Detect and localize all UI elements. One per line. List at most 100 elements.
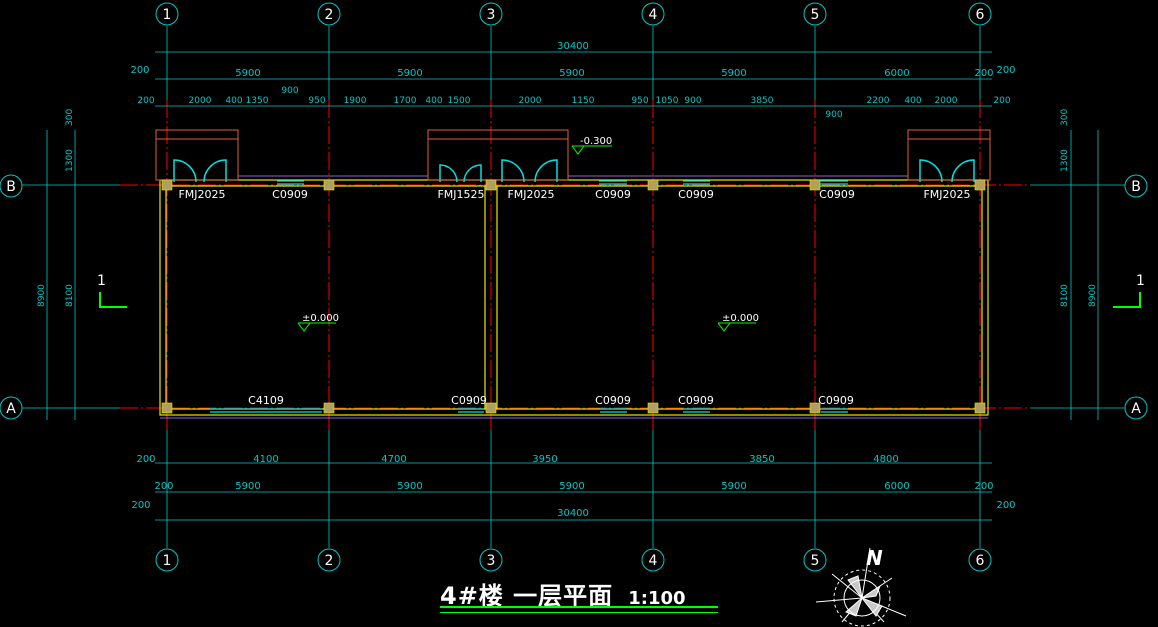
dim-left-1300: 1300 [65,149,75,172]
grid-label-right-b: B [1131,179,1141,195]
dim-right-1300: 1300 [1060,149,1070,172]
window-top-label-3: C0909 [678,188,714,201]
dim-top-r2-35: 200 [993,96,1010,106]
level-porch: -0.300 [580,136,612,147]
dim-top-r2-19: 950 [631,96,648,106]
grid-bubbles [0,2,1148,572]
dim-top-r1-5: 6000 [884,68,909,79]
door-label-4: FMJ2025 [923,188,970,201]
window-bottom-label-2: C0909 [451,394,487,407]
level-floor-1: ±0.000 [302,313,339,324]
dim-top-r2-20: 1050 [656,96,679,106]
dim-bottom-r2-3: 5900 [559,481,584,492]
dim-bottom-r1-4: 4100 [253,454,278,465]
grid-label-bottom-4: 4 [649,553,658,569]
dim-top-r2-30: 2200 [867,96,890,106]
level-marks: -0.300 ±0.000 ±0.000 [297,136,759,332]
grid-label-left-a: A [6,401,16,417]
dim-bottom-extra-right: 200 [996,500,1015,511]
dim-top-r2-7: 950 [308,96,325,106]
dim-bottom-r1-24: 4800 [873,454,898,465]
dim-bottom-r1-11: 3950 [532,454,557,465]
compass-rose [815,547,907,627]
grid-label-top-2: 2 [325,7,334,23]
dim-left-300: 300 [65,109,75,126]
dim-bottom-r2-2: 5900 [397,481,422,492]
dim-top-r2-14: 2000 [519,96,542,106]
door-label-3: FMJ2025 [507,188,554,201]
window-top-label-4: C0909 [819,188,855,201]
title-underline [440,606,718,613]
north-label: N [866,546,883,570]
dim-bottom-r1-21: 3850 [749,454,774,465]
drawing-title: 4#楼 一层平面 1:100 [440,576,686,611]
dim-top-r2-21: 900 [684,96,701,106]
windows [210,180,848,413]
level-floor-2: ±0.000 [722,313,759,324]
dim-bottom-r2-0: 200 [154,481,173,492]
door-label-1: FMJ2025 [178,188,225,201]
dim-top-r2-11: 1500 [448,96,471,106]
dim-top-r2-9: 1700 [394,96,417,106]
grid-label-bottom-6: 6 [976,553,985,569]
dim-top-r2-2: 2000 [189,96,212,106]
grid-label-top-5: 5 [811,7,820,23]
section-mark-right: 1 [1136,273,1145,289]
dim-right-8900: 8900 [1088,284,1098,307]
grid-label-left-b: B [6,179,16,195]
grid-label-top-6: 6 [976,7,985,23]
grid-label-bottom-5: 5 [811,553,820,569]
dim-top-r1-4: 5900 [721,68,746,79]
dim-top-total: 30400 [557,41,589,52]
section-marks [99,292,1141,308]
dim-top-r1-6: 200 [974,68,993,79]
grid-label-bottom-1: 1 [163,553,172,569]
dim-left-8100: 8100 [65,284,75,307]
section-mark-left: 1 [97,273,106,289]
grid-label-top-4: 4 [649,7,658,23]
dim-bottom-extra-left: 200 [131,500,150,511]
dim-bottom-r1-0: 200 [136,454,155,465]
dim-top-r2-16: 1150 [572,96,595,106]
dim-left-8900: 8900 [37,284,47,307]
building-walls [159,179,989,416]
dim-top-r1-3: 5900 [559,68,584,79]
dim-right-8100: 8100 [1060,284,1070,307]
grid-label-bottom-3: 3 [487,553,496,569]
dim-top-r2-0: 200 [137,96,154,106]
dim-top-r1-1: 5900 [235,68,260,79]
porch-outlines [155,129,991,181]
dim-top-r2-4: 1350 [246,96,269,106]
door-label-2: FMJ1525 [437,188,484,201]
grid-label-bottom-2: 2 [325,553,334,569]
dim-bottom-r1-7: 4700 [381,454,406,465]
window-top-label-2: C0909 [595,188,631,201]
doors [173,159,975,183]
window-bottom-label-1: C4109 [248,394,284,407]
grid-label-top-1: 1 [163,7,172,23]
grid-label-right-a: A [1131,401,1141,417]
dim-top-r2-10: 400 [425,96,442,106]
drawing-title-text: 4#楼 一层平面 [440,582,614,610]
exterior-lines [160,175,988,419]
grid-label-top-3: 3 [487,7,496,23]
window-bottom-label-3: C0909 [595,394,631,407]
dim-top-r2-27: 900 [825,110,842,120]
dim-top-r2-5: 900 [281,86,298,96]
drawing-scale: 1:100 [628,588,686,609]
dim-bottom-total: 30400 [557,508,589,519]
dim-top-r1-2: 5900 [397,68,422,79]
dimension-lines [46,51,1099,521]
dim-bottom-r2-4: 5900 [721,481,746,492]
window-top-label-1: C0909 [272,188,308,201]
dim-top-r1-7: 200 [996,65,1015,76]
columns [161,179,986,414]
dim-top-r1-0: 200 [130,65,149,76]
dim-top-r2-31: 400 [904,96,921,106]
dim-right-300: 300 [1060,109,1070,126]
dim-top-r2-24: 3850 [751,96,774,106]
dim-top-r2-8: 1900 [344,96,367,106]
window-bottom-label-5: C0909 [818,394,854,407]
window-bottom-label-4: C0909 [678,394,714,407]
